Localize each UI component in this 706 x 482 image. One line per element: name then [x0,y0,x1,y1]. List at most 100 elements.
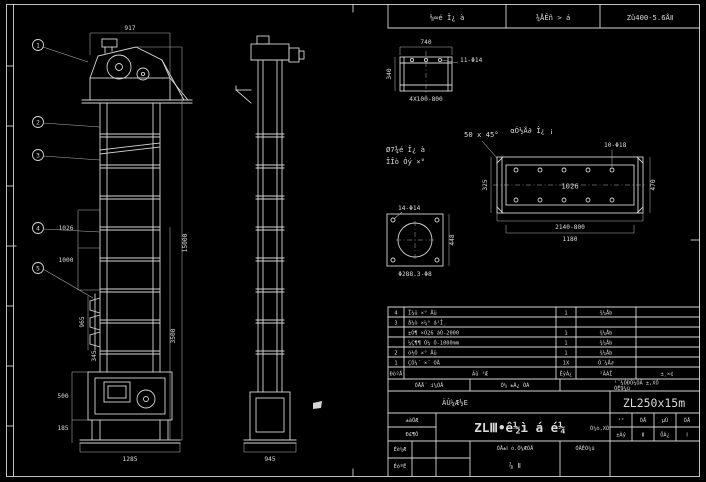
title-block-cell-a3b: ÓÊ9¼ü [614,384,630,392]
parts-row-no: 4 [394,311,397,317]
parts-header-material: ²ÄÁÏ [600,371,613,378]
dim-345: 345 [91,350,98,361]
parts-header-name: Ãû ³Æ [472,371,489,378]
chamfer-note: 50 x 45° [464,130,499,159]
weld-note-line2: ÎÎò Óý ×° [386,157,425,166]
parts-row-qty: 1 [564,331,567,337]
parts-row-qty: 1X [563,361,570,367]
detail-flange: 14-Φ14 448 Φ288.3-Φ8 [386,205,456,278]
note-channel-holes: 11-Φ14 [460,57,483,64]
title-block-drawing-title: ZLⅢ•ê½ì á é¼ [474,420,565,435]
title-block-grid-3: µÚ [662,417,668,424]
title-block-cell-a2: Ó¼ ±Á¿ ÓÁ [501,382,531,389]
dim-beam-bottom2: 1180 [563,236,578,243]
parts-row-qty: 1 [564,351,567,357]
title-block-grid-7: ÖÁ¿ [660,432,670,439]
title-block-grid-4: ÕÅ [684,417,691,424]
weld-note: Ø7¾é Î¿ à ÎÎò Óý ×° [386,145,425,166]
parts-row-no: 1 [394,361,397,367]
top-strip-drawing-code: Zû400-5.6ÅⅡ [627,13,674,22]
title-block-grid-2: ÕÅ [640,417,647,424]
parts-row-name: å¼ò ×¼° á¹Î¸ [408,320,446,327]
note-flange-holes: 14-Φ14 [398,205,421,212]
dim-185: 185 [57,425,68,432]
parts-row-name: Ï¼ü ×° Åü [408,310,437,317]
title-block-left-label-2: Ð£¶Ô [406,431,419,438]
parts-row-no: 2 [394,351,397,357]
dim-beam-right: 470 [650,179,657,190]
title-block-grid-1: ¹² [618,417,624,424]
title-block: ÓÅÅ´ í¼ÓÅ Ó¼ ±Á¿ ÓÁ ¹´¾ÓÐÓ¼ÓÃ ±,XÓ ÓÊ9¼ü… [387,378,700,477]
dim-flange-right: 448 [449,234,456,245]
dim-500: 500 [57,393,68,400]
dim-side-base: 945 [264,456,275,463]
title-block-title-suffix: Ó¼ò,XÓ [590,425,609,432]
title-block-model: ZL250x15m [623,396,685,410]
title-block-cell-a3: ¹´¾ÓÐÓ¼ÓÃ ±,XÓ [614,380,659,387]
parts-row-material: ¾¼Åb [600,350,613,357]
title-block-cell-a1: ÓÅÅ´ í¼ÓÅ [415,382,445,389]
chamfer-note-text: 50 x 45° [464,130,499,139]
title-block-dept: ÄÛ¼Æ½E [442,398,468,407]
front-view-dimensions: 917 15000 3500 1026 1000 965 345 500 185… [57,25,189,463]
parts-row-material: ¾¼Åb [600,310,613,317]
title-block-sheet-label: ⅞ Ⅱ [509,461,521,470]
dim-channel-width: 740 [420,39,431,46]
parts-list-table: 4 Ï¼ü ×° Åü 1 ¾¼Åb 3 å¼ò ×¼° á¹Î¸ ±Ó¶ ×Ó… [387,306,700,477]
parts-header-no: ÐòºÅ [390,371,404,378]
parts-row-name: ó½Ó ×° Åü [408,350,437,357]
top-strip-note-1: ⅛∞é Î¿ à [430,13,465,22]
weld-note-line1: Ø7¾é Î¿ à [386,145,425,154]
balloon-2: 2 [36,120,40,127]
parts-row-material: ¾¼Åb [600,340,613,347]
top-strip-note-2: ¾ÅÊñ > á [536,13,571,22]
title-block-left-label-4: ÉóºË [394,462,407,470]
balloon-4: 4 [36,226,40,233]
title-block-grid-8: Ⅰ [686,433,688,439]
dim-channel-left: 340 [386,68,393,79]
balloon-1: 1 [36,43,40,50]
dim-beam-left: 325 [482,179,489,190]
parts-row-name: ±Ó¶ ×Ó26 áÓ-2000 [408,330,459,337]
front-view: 1 2 3 4 5 [32,25,193,463]
parts-row-name: ¼Ç¶¶ Ó¼ Ó-1000mm [408,340,459,347]
title-block-left-label-1: ±àÖÆ [406,417,420,424]
parts-row-no: 3 [394,321,397,327]
front-view-head [81,38,193,104]
dim-965: 965 [79,316,86,327]
parts-row-material: Ó´¼Å∂ [598,360,614,367]
parts-row-material: ¾¼Åb [600,330,613,337]
dim-1026: 1026 [59,225,74,232]
balloon-3: 3 [36,153,40,160]
parts-header-qty: ÊýÁ¿ [560,370,573,378]
dim-total-height: 15000 [182,233,189,252]
section-mark [313,401,322,409]
detail-channel: 740 340 11-Φ14 4X100-800 [386,39,483,103]
front-view-balloons: 1 2 3 4 5 [32,39,101,299]
dim-1000: 1000 [59,257,74,264]
detail-beam: αÓ½Å∂ Î¿ ¡ 10-Φ18 1026 2140-80 [482,126,657,243]
note-beam-holes: 10-Φ18 [604,142,627,149]
title-block-grid-6: Ⅱ [642,433,645,439]
side-view: 945 [235,35,322,463]
front-view-buckets [89,293,101,351]
parts-row-qty: 1 [564,311,567,317]
dim-beam-center: 1026 [561,182,578,191]
top-strip: ⅛∞é Î¿ à ¾ÅÊñ > á Zû400-5.6ÅⅡ [387,4,700,29]
title-block-left-label-3: Éè¼Æ [394,445,408,453]
parts-header-notes: ±¸×¢ [661,372,674,378]
balloon-5: 5 [36,266,40,273]
dim-flange-bottom: Φ288.3-Φ8 [398,271,432,278]
dim-beam-bottom1: 2140-800 [555,224,585,231]
parts-row-name: ÇÓ¼´ ×´ ÓÅ [408,360,441,367]
title-block-grid-5: ±Àý [616,432,626,439]
dim-lower-height: 3500 [170,328,177,343]
drawing-frame [6,4,700,477]
beam-detail-label: αÓ½Å∂ Î¿ ¡ [510,126,553,135]
dim-channel-bottom: 4X100-800 [409,96,443,103]
front-view-casing [99,102,161,373]
dim-head-width: 917 [124,25,135,32]
dim-base-width: 1285 [123,456,138,463]
